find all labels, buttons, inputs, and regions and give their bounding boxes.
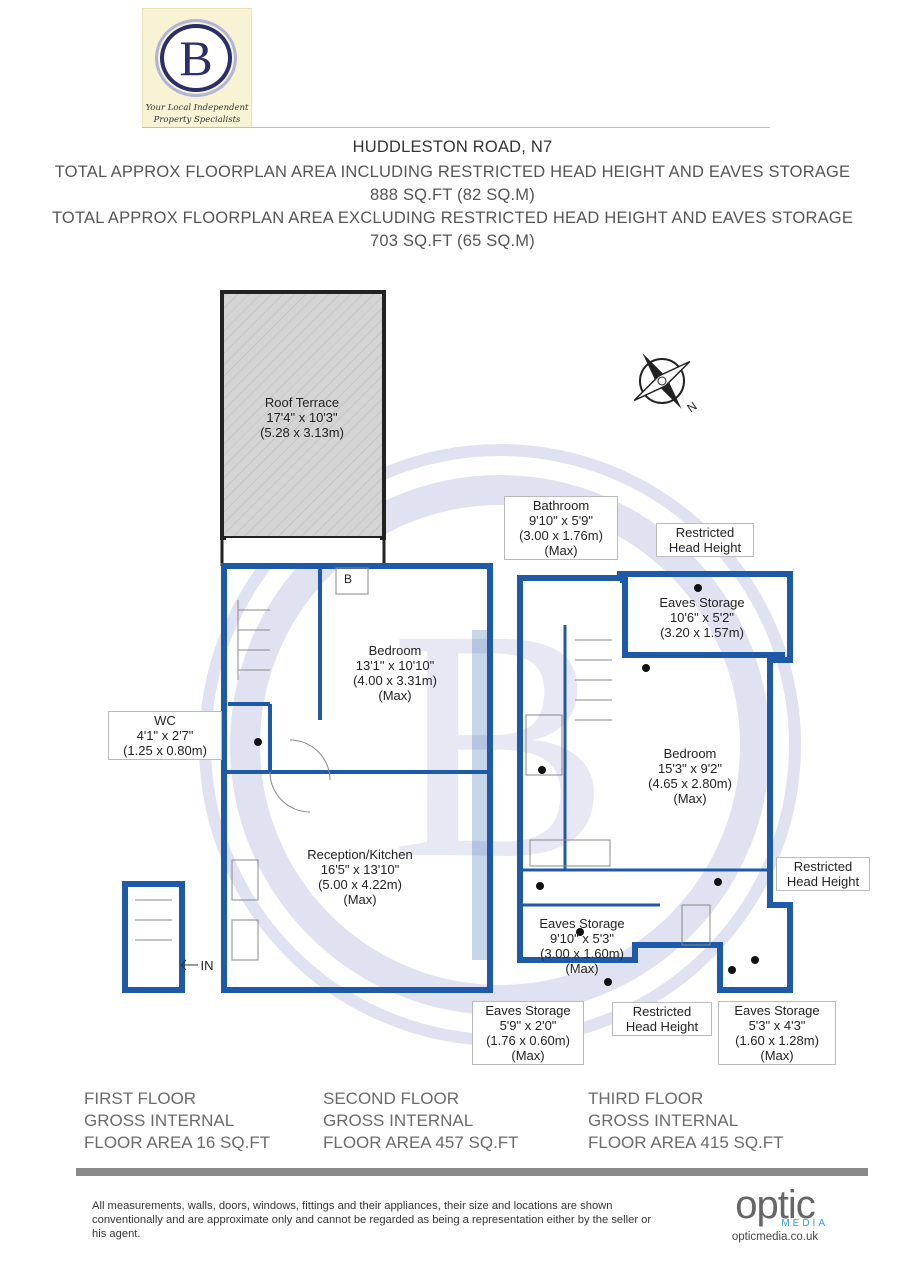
optic-url[interactable]: opticmedia.co.uk [731,1231,819,1243]
area-including-value: 888 SQ.FT (82 SQ.M) [370,186,535,204]
entrance-label: IN [200,958,214,973]
agency-logo: B Your Local Independent Property Specia… [142,8,252,128]
header-rule [142,127,770,128]
logo-letter: B [179,30,213,86]
area-excluding-value: 703 SQ.FT (65 SQ.M) [370,232,535,250]
second-floor-walls [221,563,493,993]
optic-media-logo: optic MEDIA opticmedia.co.uk [722,1183,828,1243]
ceiling-points [536,584,759,986]
optic-wordmark: optic [735,1183,816,1227]
logo-tagline-2: Property Specialists [153,115,241,125]
area-excluding-title: TOTAL APPROX FLOORPLAN AREA EXCLUDING RE… [51,209,854,227]
third-floor-walls [517,571,793,993]
optic-media-sub: MEDIA [781,1218,828,1229]
boiler-label: B [343,572,352,586]
roof-terrace-area [220,290,386,540]
disclaimer-text: All measurements, walls, doors, windows,… [92,1200,652,1240]
logo-tagline-1: Your Local Independent [145,103,249,113]
logo-outer-ring [155,19,237,97]
compass-icon [633,353,691,409]
floorplan-drawing: B [122,290,801,1046]
logo-inner-ring [160,24,232,92]
footer-divider [76,1168,868,1176]
first-floor-walls [122,881,185,993]
address-title: HUDDLESTON ROAD, N7 [352,138,553,156]
area-including-title: TOTAL APPROX FLOORPLAN AREA INCLUDING RE… [54,163,851,181]
